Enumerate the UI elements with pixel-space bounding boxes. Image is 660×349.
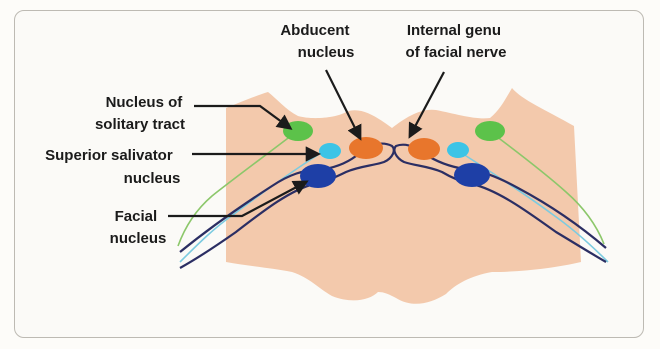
solitary-nucleus-left	[283, 121, 313, 141]
label-solitary-tract: Nucleus of solitary tract	[95, 94, 186, 133]
solitary-nucleus-right	[475, 121, 505, 141]
abducent-nucleus-right	[408, 138, 440, 160]
label-facial-nucleus: Facial nucleus	[110, 208, 167, 247]
label-superior-salivator: Superior salivator nucleus	[45, 147, 180, 187]
salivatory-nucleus-left	[319, 143, 341, 159]
facial-nucleus-right	[454, 163, 490, 187]
facial-nucleus-left	[300, 164, 336, 188]
label-internal-genu: Internal genu of facial nerve	[406, 22, 507, 61]
salivatory-nucleus-right	[447, 142, 469, 158]
abducent-nucleus-left	[349, 137, 383, 159]
label-abducent-nucleus: Abducent nucleus	[280, 22, 354, 61]
